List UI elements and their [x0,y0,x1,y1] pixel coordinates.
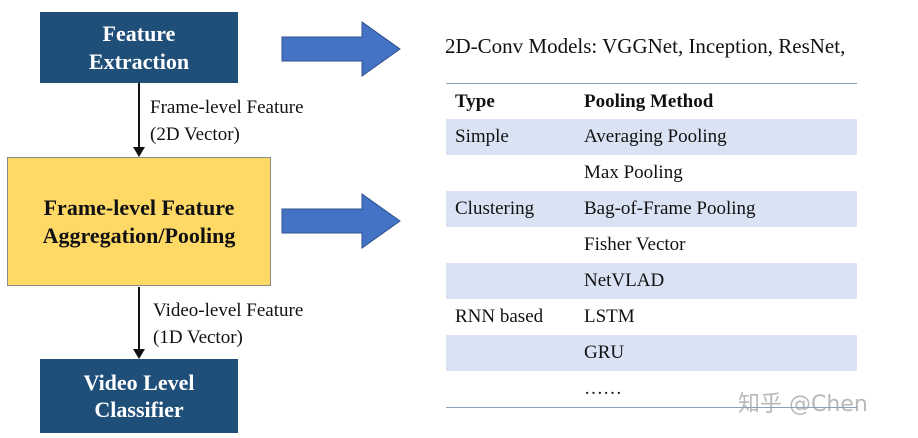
video-classifier-box: Video Level Classifier [40,359,238,433]
block-arrow-right-icon [281,21,401,77]
connector-line-2 [138,287,140,349]
table-row: Fisher Vector [446,227,857,263]
row-type: Clustering [446,191,575,227]
edge-label-frame-level-line-2: (2D Vector) [150,124,240,145]
edge-label-video-level-line-1: Video-level Feature [153,300,304,321]
connector-arrowhead-2 [133,349,145,359]
row-method: Bag-of-Frame Pooling [575,191,857,227]
row-type: Simple [446,119,575,155]
feature-extraction-line-2: Extraction [88,48,190,74]
row-type [446,227,575,263]
edge-label-video-level-line-2: (1D Vector) [153,327,243,348]
row-method: …… [575,371,857,408]
row-type [446,371,575,408]
table-row: Max Pooling [446,155,857,191]
row-method: Averaging Pooling [575,119,857,155]
table-row: RNN based LSTM [446,299,857,335]
pooling-methods-table: Type Pooling Method Simple Averaging Poo… [446,83,857,408]
row-type: RNN based [455,306,544,327]
conv-models-text: 2D-Conv Models: VGGNet, Inception, ResNe… [445,34,846,58]
pooling-line-2: Aggregation/Pooling [42,222,236,248]
table-header-row: Type Pooling Method [446,83,857,119]
edge-label-frame-level-line-1: Frame-level Feature [150,97,304,118]
header-type: Type [446,83,575,119]
row-method: Fisher Vector [584,234,686,255]
edge-label-video-level: Video-level Feature (1D Vector) [153,297,303,351]
connector-arrowhead-1 [133,147,145,157]
table-row: GRU [446,335,857,371]
table-row: Clustering Bag-of-Frame Pooling [446,191,857,227]
row-type [446,263,575,299]
pooling-line-1: Frame-level Feature [43,195,235,220]
watermark: 知乎 @Chen [738,392,868,417]
block-arrow-right-icon [281,193,401,249]
row-type [446,155,575,191]
row-method: NetVLAD [575,263,857,299]
row-type [446,335,575,371]
feature-extraction-line-1: Feature [102,21,176,46]
edge-label-frame-level: Frame-level Feature (2D Vector) [150,94,304,148]
table-row: NetVLAD [446,263,857,299]
video-classifier-line-2: Classifier [94,397,184,422]
pooling-box: Frame-level Feature Aggregation/Pooling [7,157,271,286]
row-method: Max Pooling [584,162,683,183]
row-method: LSTM [584,306,635,327]
row-method: GRU [575,335,857,371]
table-row: …… [446,371,857,408]
connector-line-1 [138,83,140,147]
header-pooling-method: Pooling Method [575,83,857,119]
table-row: Simple Averaging Pooling [446,119,857,155]
video-classifier-line-1: Video Level [83,369,195,395]
feature-extraction-box: Feature Extraction [40,12,238,83]
